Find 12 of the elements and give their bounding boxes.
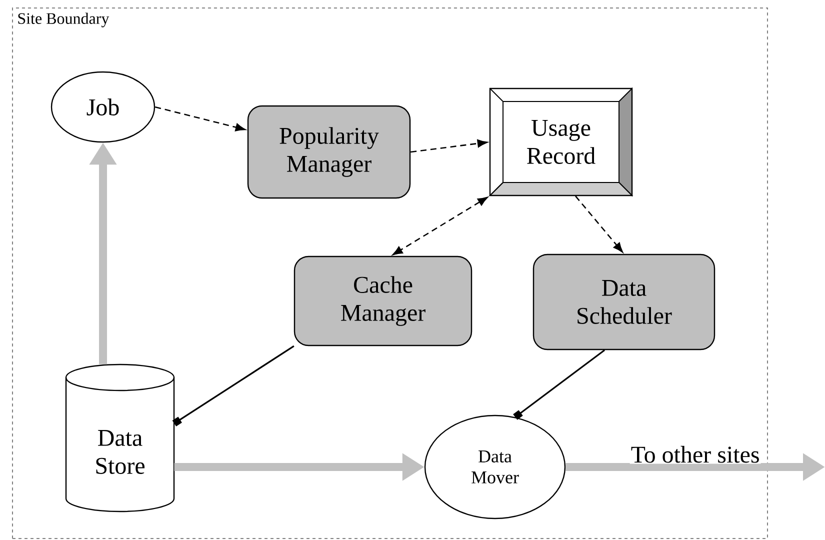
process-box: Cache Manager: [294, 256, 472, 346]
arrow: [410, 139, 488, 153]
arrow: [154, 106, 246, 132]
ellipse-node: Job: [50, 71, 156, 143]
edge-label: To other sites: [631, 446, 759, 463]
process-box: Data Scheduler: [532, 254, 716, 350]
process-box: Popularity Manager: [247, 105, 411, 199]
arrow: [392, 196, 488, 256]
connector-line: [513, 349, 606, 420]
ellipse-node: Data Mover: [424, 414, 566, 520]
arrow: [575, 196, 623, 252]
database-cylinder: Data Store: [65, 364, 175, 512]
